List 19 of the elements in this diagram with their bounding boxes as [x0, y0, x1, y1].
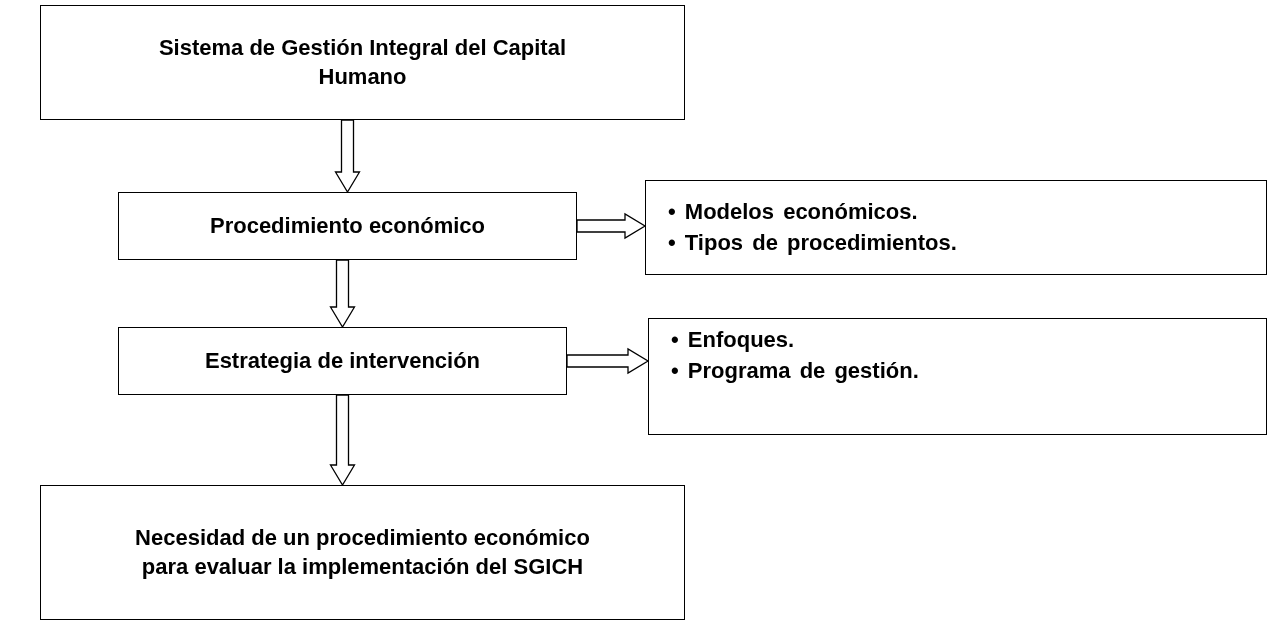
bullet-list-box	[648, 318, 1267, 435]
box-text: Necesidad de un procedimiento económico para evaluar la implementación del SGICH	[134, 523, 591, 581]
block-arrow	[329, 394, 356, 487]
box-text: Estrategia de intervención	[203, 346, 482, 375]
block-arrow	[576, 212, 647, 240]
box-text: Sistema de Gestión Integral del Capital Humano	[157, 33, 568, 91]
bullet-item: • Programa de gestión.	[671, 356, 920, 385]
bullet-item: • Tipos de procedimientos.	[668, 228, 958, 257]
process-box	[118, 192, 577, 260]
block-arrow	[566, 347, 650, 375]
bullet-item: • Enfoques.	[671, 326, 796, 354]
box-text: Procedimiento económico	[208, 211, 487, 240]
block-arrow	[334, 119, 361, 194]
process-box	[118, 327, 567, 395]
bullet-list-box	[645, 180, 1267, 275]
process-box	[40, 485, 685, 620]
bullet-item: • Modelos económicos.	[668, 197, 919, 226]
block-arrow	[329, 259, 356, 329]
process-box	[40, 5, 685, 120]
